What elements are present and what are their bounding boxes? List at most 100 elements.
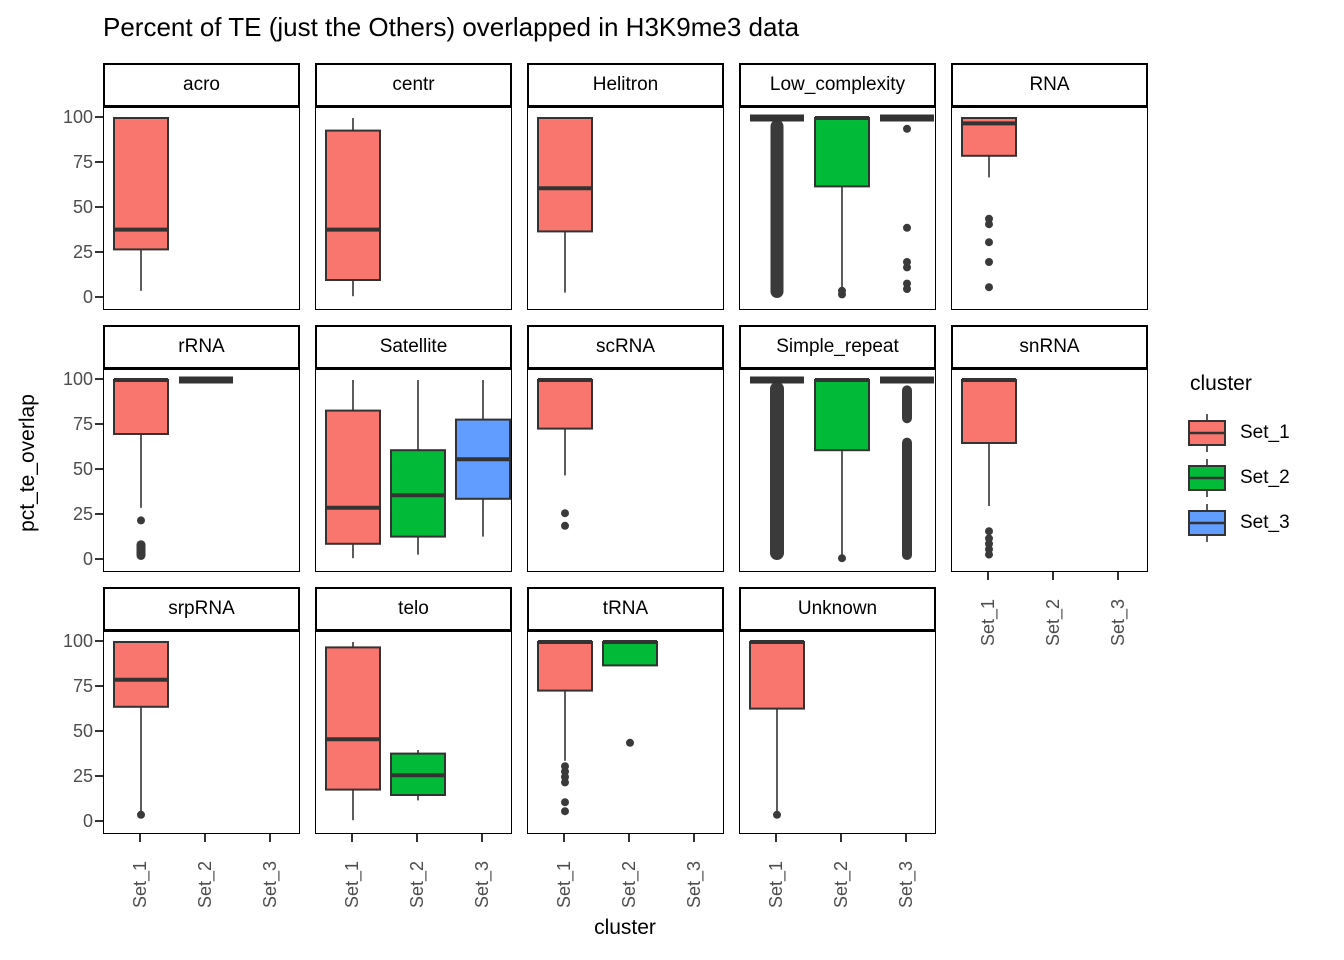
facet-label: tRNA bbox=[602, 598, 649, 619]
facet-canvas bbox=[325, 380, 511, 559]
y-axis-tick bbox=[95, 685, 103, 687]
outlier-dot bbox=[985, 238, 993, 247]
x-axis-tick bbox=[1052, 572, 1054, 580]
facet-panel-scRNA bbox=[527, 369, 724, 572]
x-tick-label: Set_2 bbox=[831, 860, 851, 908]
facet-canvas bbox=[750, 114, 934, 299]
x-tick-label: Set_1 bbox=[554, 860, 574, 908]
facet-canvas bbox=[113, 376, 233, 560]
facet-label: telo bbox=[398, 598, 429, 619]
y-axis-tick bbox=[95, 423, 103, 425]
facet-canvas bbox=[325, 642, 446, 821]
x-axis-tick bbox=[840, 834, 842, 842]
outlier-dot bbox=[137, 516, 145, 525]
legend-key-boxplot bbox=[1188, 413, 1226, 452]
y-tick-label: 50 bbox=[72, 459, 93, 479]
outlier-dot bbox=[838, 290, 846, 299]
facet-panel-RNA bbox=[951, 107, 1148, 310]
legend-entry-label: Set_2 bbox=[1240, 466, 1290, 488]
x-tick-label: Set_1 bbox=[766, 860, 786, 908]
outlier-dot bbox=[903, 124, 911, 133]
legend-key-boxplot bbox=[1188, 503, 1226, 542]
y-axis-tick bbox=[95, 296, 103, 298]
y-axis-tick bbox=[95, 820, 103, 822]
facet-label: Satellite bbox=[379, 336, 448, 357]
legend-entry-label: Set_3 bbox=[1240, 511, 1290, 533]
facet-panel-centr bbox=[315, 107, 512, 310]
facet-strip-tRNA: tRNA bbox=[527, 587, 724, 631]
x-tick-label: Set_1 bbox=[130, 860, 150, 908]
boxplot-box bbox=[814, 117, 870, 188]
facet-strip-scRNA: scRNA bbox=[527, 325, 724, 369]
x-tick-label: Set_2 bbox=[1043, 598, 1063, 646]
facet-strip-Helitron: Helitron bbox=[527, 63, 724, 107]
y-tick-label: 100 bbox=[62, 107, 93, 127]
boxplot-box bbox=[113, 379, 169, 435]
y-axis-tick bbox=[95, 251, 103, 253]
facet-canvas bbox=[537, 117, 593, 293]
y-axis-tick bbox=[95, 161, 103, 163]
facet-strip-acro: acro bbox=[103, 63, 300, 107]
x-tick-label: Set_3 bbox=[684, 860, 704, 908]
y-tick-label: 0 bbox=[82, 811, 93, 831]
facet-canvas bbox=[113, 117, 169, 291]
y-axis-tick bbox=[95, 730, 103, 732]
y-axis-tick bbox=[95, 558, 103, 560]
x-tick-label: Set_2 bbox=[407, 860, 427, 908]
y-tick-label: 100 bbox=[62, 631, 93, 651]
outlier-dot bbox=[626, 738, 634, 747]
outlier-dot bbox=[773, 810, 781, 819]
x-tick-label: Set_3 bbox=[472, 860, 492, 908]
boxplot-box bbox=[537, 117, 593, 233]
facet-panel-Simple_repeat bbox=[739, 369, 936, 572]
facet-canvas bbox=[961, 117, 1017, 292]
y-axis-tick bbox=[95, 378, 103, 380]
outlier-column bbox=[770, 381, 784, 560]
facet-strip-centr: centr bbox=[315, 63, 512, 107]
outlier-dot bbox=[903, 263, 911, 272]
boxplot-box bbox=[537, 379, 593, 430]
facet-label: Low_complexity bbox=[769, 74, 906, 95]
boxplot-flat-box bbox=[179, 376, 233, 384]
chart-title: Percent of TE (just the Others) overlapp… bbox=[103, 12, 800, 42]
boxplot-box bbox=[961, 379, 1017, 444]
y-tick-label: 25 bbox=[72, 504, 93, 524]
x-tick-label: Set_3 bbox=[260, 860, 280, 908]
x-axis-tick bbox=[628, 834, 630, 842]
boxplot-box bbox=[113, 641, 169, 708]
facet-strip-srpRNA: srpRNA bbox=[103, 587, 300, 631]
outlier-column bbox=[902, 385, 912, 424]
boxplot-flat-box bbox=[880, 114, 934, 122]
facet-strip-Satellite: Satellite bbox=[315, 325, 512, 369]
outlier-column bbox=[136, 540, 146, 560]
outlier-dot bbox=[903, 223, 911, 232]
facet-strip-Unknown: Unknown bbox=[739, 587, 936, 631]
outlier-dot bbox=[561, 778, 569, 787]
boxplot-flat-box bbox=[750, 114, 804, 122]
outlier-column bbox=[770, 119, 784, 298]
facet-canvas bbox=[537, 378, 593, 530]
legend-entry-Set_1: Set_1 bbox=[1185, 410, 1343, 455]
facet-panel-snRNA bbox=[951, 369, 1148, 572]
outlier-column bbox=[902, 437, 912, 560]
y-tick-label: 75 bbox=[72, 414, 93, 434]
facet-label: RNA bbox=[1029, 74, 1070, 95]
facet-label: Unknown bbox=[797, 598, 878, 619]
outlier-dot bbox=[985, 283, 993, 292]
boxplot-box bbox=[749, 641, 805, 710]
boxplot-box bbox=[814, 379, 870, 452]
outlier-dot bbox=[985, 258, 993, 266]
facet-panel-telo bbox=[315, 631, 512, 834]
boxplot-box bbox=[113, 117, 169, 251]
x-axis-tick bbox=[563, 834, 565, 842]
y-tick-label: 0 bbox=[82, 287, 93, 307]
x-axis-tick bbox=[139, 834, 141, 842]
x-tick-label: Set_3 bbox=[896, 860, 916, 908]
facet-canvas bbox=[537, 640, 658, 816]
facet-label: snRNA bbox=[1019, 336, 1080, 357]
outlier-dot bbox=[561, 521, 569, 530]
x-axis-title: cluster bbox=[594, 916, 656, 939]
outlier-dot bbox=[985, 527, 993, 536]
legend-title: cluster bbox=[1190, 372, 1252, 395]
y-axis-title: pct_te_overlap bbox=[16, 394, 39, 532]
